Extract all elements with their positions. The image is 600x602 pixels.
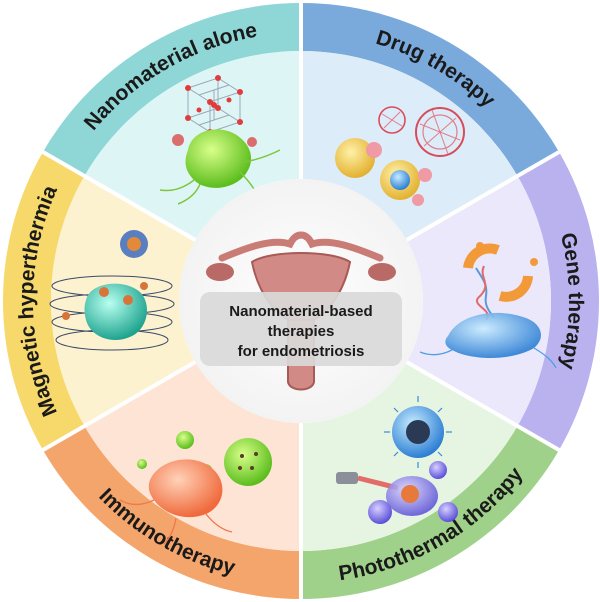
inner-segment-gene-therapy bbox=[406, 176, 551, 426]
inner-segment-drug-therapy bbox=[301, 51, 518, 240]
ring-segment-drug-therapy bbox=[301, 3, 560, 176]
dividers-layer bbox=[41, 3, 561, 599]
center-hub: Nanomaterial-based therapies for endomet… bbox=[179, 179, 423, 423]
segment-divider bbox=[405, 150, 561, 242]
segment-divider bbox=[41, 150, 197, 242]
center-label-box bbox=[200, 292, 402, 366]
ring-segment-immunotherapy bbox=[42, 426, 301, 599]
center-label-line-1: Nanomaterial-based bbox=[229, 303, 372, 320]
immunotherapy-illustration bbox=[119, 431, 272, 545]
nanomaterial-lattice-illustration bbox=[185, 75, 243, 135]
segment-divider bbox=[41, 360, 197, 452]
magnetic-hyperthermia-illustration bbox=[49, 230, 175, 351]
ring-segment-gene-therapy bbox=[517, 152, 599, 450]
green-cell-illustration bbox=[159, 129, 281, 205]
segment-divider bbox=[405, 360, 561, 452]
gene-carrier-illustration bbox=[419, 242, 557, 369]
inner-segment-immunotherapy bbox=[84, 362, 301, 551]
drug-carriers-illustration bbox=[335, 106, 465, 206]
center-label-line-2: therapies bbox=[268, 323, 335, 340]
ring-segment-magnetic-hyperthermia bbox=[2, 152, 85, 450]
photothermal-illustration bbox=[336, 396, 458, 524]
inner-segment-photothermal-therapy bbox=[301, 362, 518, 551]
ring-segment-nanomaterial-alone bbox=[42, 3, 301, 176]
ring-segment-photothermal-therapy bbox=[301, 426, 560, 599]
center-label-line-3: for endometriosis bbox=[238, 343, 365, 360]
segments-layer bbox=[2, 3, 599, 599]
